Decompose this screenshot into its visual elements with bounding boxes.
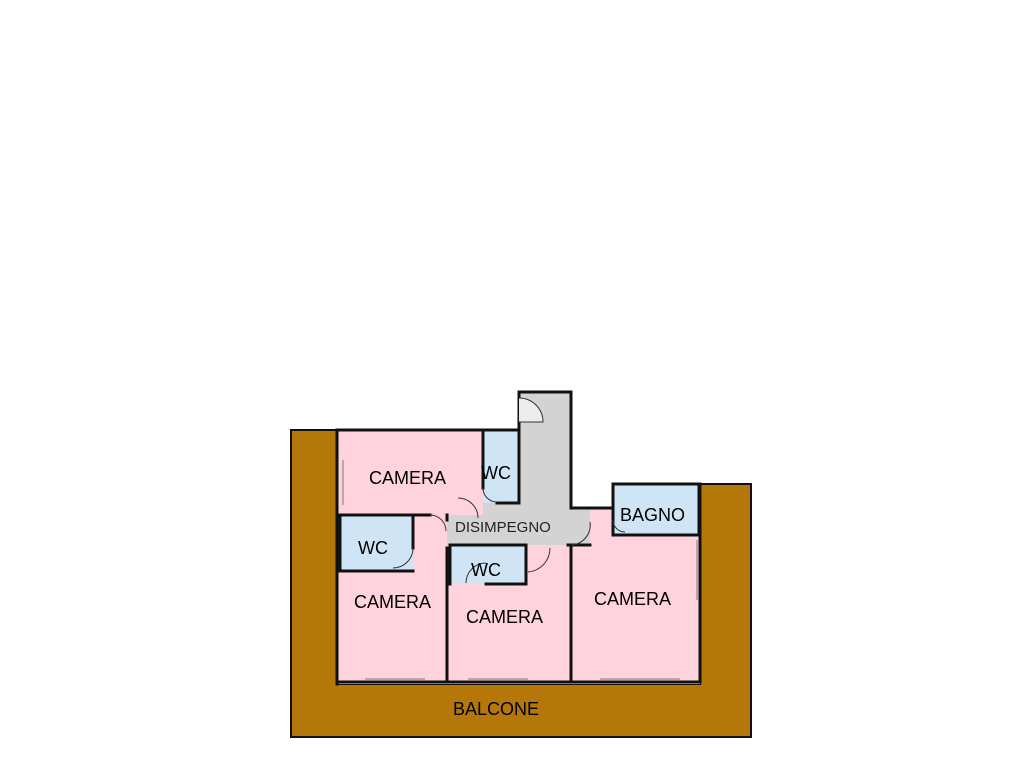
label-balcone: BALCONE	[453, 699, 539, 719]
door-swings	[392, 397, 626, 584]
label-camera-top-left: CAMERA	[369, 468, 446, 488]
walls	[335, 390, 702, 686]
door-swing-bagno	[612, 519, 626, 533]
wc-top-area	[483, 430, 519, 503]
window-marks	[342, 460, 698, 680]
label-camera-bottom-left: CAMERA	[354, 592, 431, 612]
label-disimpegno: DISIMPEGNO	[455, 519, 551, 536]
disimpegno-area	[447, 392, 590, 548]
door-swing-wc-top	[482, 487, 498, 503]
wc-left-area	[340, 515, 413, 571]
door-swing-disimpegno	[457, 497, 479, 519]
label-wc-left: WC	[358, 538, 388, 558]
bagno-area	[613, 484, 699, 535]
label-camera-right: CAMERA	[594, 589, 671, 609]
door-swing-camera-middle	[527, 547, 551, 573]
label-bagno: BAGNO	[620, 505, 685, 525]
door-swing-entrance	[518, 397, 544, 423]
door-swing-camera-right	[570, 521, 591, 546]
door-swing-camera-tl	[429, 514, 447, 532]
wc-middle-area	[450, 545, 526, 584]
label-wc-top: WC	[481, 463, 511, 483]
label-camera-bottom-middle: CAMERA	[466, 607, 543, 627]
door-swing-wc-left	[392, 547, 414, 569]
door-swing-wc-middle	[465, 562, 487, 584]
label-wc-middle: WC	[471, 560, 501, 580]
